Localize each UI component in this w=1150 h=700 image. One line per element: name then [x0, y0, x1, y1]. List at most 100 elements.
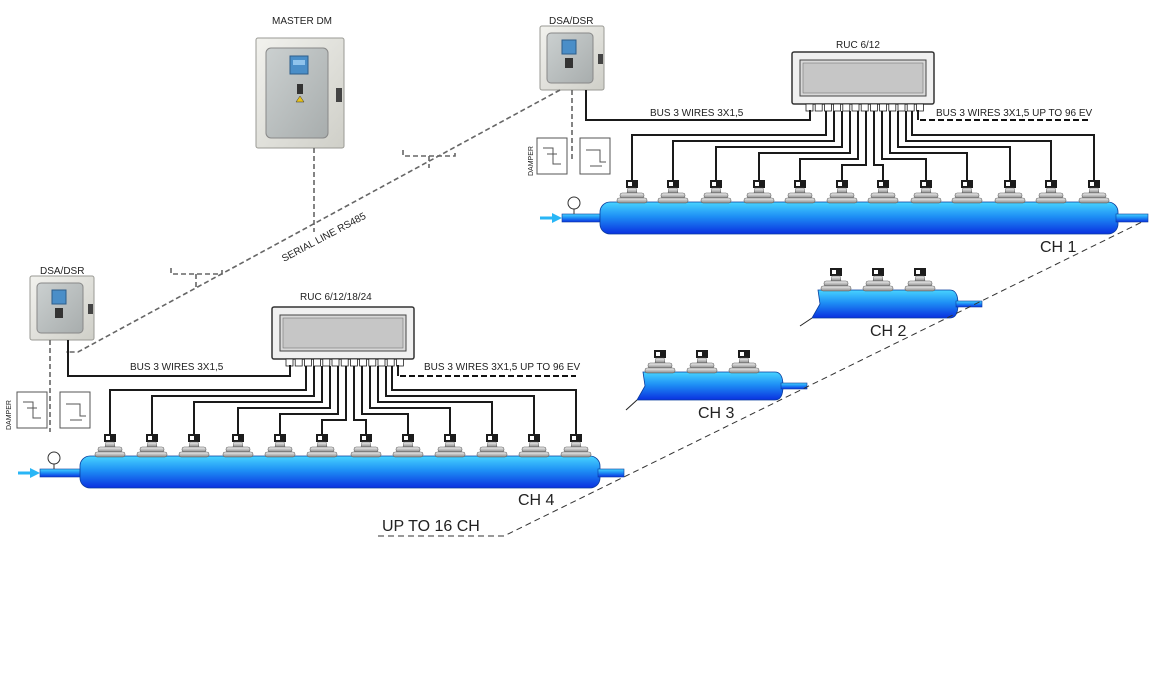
nozzle-body — [1045, 187, 1057, 194]
solenoid-valve-marker — [572, 436, 576, 440]
nozzle-base — [826, 197, 858, 204]
nozzle-valve — [178, 434, 210, 458]
nozzle-base — [476, 451, 508, 458]
nozzle-body — [738, 357, 750, 364]
nozzle-flange — [997, 192, 1023, 199]
nozzle-body — [914, 275, 926, 282]
nozzle-body — [232, 441, 244, 448]
solenoid-valve-marker — [530, 436, 534, 440]
solenoid-valve-marker — [404, 436, 408, 440]
cable-gland — [331, 358, 340, 367]
nozzle-flange — [823, 280, 849, 287]
nozzle-flange — [865, 280, 891, 287]
nozzle-body — [274, 441, 286, 448]
nozzle-body — [794, 187, 806, 194]
nozzle-body — [402, 441, 414, 448]
nozzle-body — [444, 441, 456, 448]
nozzle-base — [951, 197, 983, 204]
solenoid-valve-marker — [1090, 182, 1094, 186]
nozzle-body — [486, 441, 498, 448]
nozzle-flange — [353, 446, 379, 453]
damper-top: DAMPER — [528, 90, 611, 176]
nozzle-body — [146, 441, 158, 448]
nozzle-base — [518, 451, 550, 458]
solenoid-valve-marker — [874, 270, 878, 274]
cable-gland — [340, 358, 349, 367]
nozzle-body — [1004, 187, 1016, 194]
expansion-line: UP TO 16 CH — [378, 221, 1143, 537]
nozzle-valve — [951, 180, 983, 204]
nozzle-body — [830, 275, 842, 282]
cable-gland — [285, 358, 294, 367]
solenoid-valve-marker — [190, 436, 194, 440]
nozzle-base — [136, 451, 168, 458]
cable-gland — [805, 103, 814, 112]
manifold-ch2: CH 2 — [799, 268, 983, 340]
bus-wire — [391, 366, 577, 434]
solenoid-valve-marker — [106, 436, 110, 440]
manifold-ch1: CH 1 — [540, 180, 1149, 256]
solenoid-valve-marker — [740, 352, 744, 356]
nozzle-body — [360, 441, 372, 448]
nozzle-valve — [1035, 180, 1067, 204]
bus-wire — [237, 366, 331, 434]
nozzle-base — [820, 285, 852, 292]
solenoid-valve-marker — [963, 182, 967, 186]
bus-top-right-label: BUS 3 WIRES 3X1,5 UP TO 96 EV — [936, 108, 1093, 119]
ruc-6-12-controller: RUC 6/12 — [791, 40, 935, 112]
manifold-ch3: CH 3 — [625, 350, 808, 422]
nozzle-valve — [560, 434, 592, 458]
nozzle-flange — [731, 362, 757, 369]
cable-gland — [349, 358, 358, 367]
nozzle-base — [1078, 197, 1110, 204]
nozzle-base — [910, 197, 942, 204]
bus-wire — [672, 111, 835, 180]
nozzle-flange — [647, 362, 673, 369]
ruc-6-12-18-24-controller: RUC 6/12/18/24 — [271, 292, 415, 367]
nozzle-valve — [826, 180, 858, 204]
solenoid-valve-marker — [362, 436, 366, 440]
bus-top-label: BUS 3 WIRES 3X1,5 — [650, 108, 744, 119]
solenoid-valve-marker — [446, 436, 450, 440]
nozzle-base — [784, 197, 816, 204]
nozzle-base — [94, 451, 126, 458]
nozzle-body — [188, 441, 200, 448]
nozzle-flange — [829, 192, 855, 199]
nozzle-valve — [657, 180, 689, 204]
dsa-dsr-left-label: DSA/DSR — [40, 266, 84, 277]
nozzle-valve — [222, 434, 254, 458]
cable-gland — [897, 103, 906, 112]
nozzle-valve — [644, 350, 676, 374]
nozzle-body — [654, 357, 666, 364]
solenoid-valve-marker — [276, 436, 280, 440]
dsa-dsr-top-panel: DSA/DSR — [539, 16, 605, 91]
nozzle-flange — [181, 446, 207, 453]
bus-wire — [151, 366, 315, 434]
up-to-16-ch-label: UP TO 16 CH — [382, 518, 480, 535]
nozzle-base — [350, 451, 382, 458]
nozzle-base — [264, 451, 296, 458]
cable-gland — [814, 103, 823, 112]
nozzle-flange — [479, 446, 505, 453]
bus-wire — [799, 111, 859, 180]
nozzle-flange — [954, 192, 980, 199]
nozzle-valve — [728, 350, 760, 374]
nozzle-body — [836, 187, 848, 194]
damper-top-label: DAMPER — [528, 146, 535, 176]
nozzle-base — [616, 197, 648, 204]
nozzle-flange — [563, 446, 589, 453]
nozzle-flange — [225, 446, 251, 453]
nozzle-base — [1035, 197, 1067, 204]
nozzle-flange — [660, 192, 686, 199]
nozzle-flange — [870, 192, 896, 199]
nozzle-base — [867, 197, 899, 204]
bus-wire — [385, 366, 535, 434]
bus-wire — [377, 366, 493, 434]
nozzle-base — [392, 451, 424, 458]
manifold-ch4: CH 4 — [18, 434, 625, 509]
solenoid-valve-marker — [832, 270, 836, 274]
nozzle-flange — [1081, 192, 1107, 199]
cable-gland — [294, 358, 303, 367]
nozzle-base — [178, 451, 210, 458]
